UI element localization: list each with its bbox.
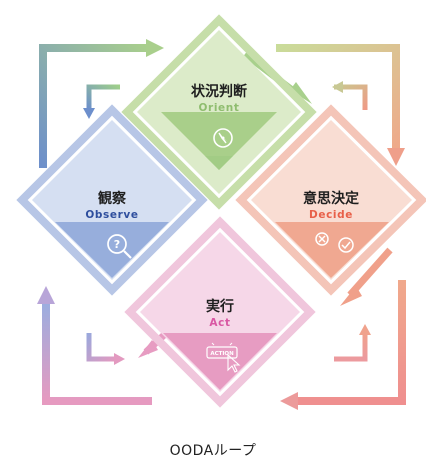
decide-funnel	[275, 222, 389, 278]
small-arrow-bottom-left	[86, 333, 125, 365]
decide-title-en: Decide	[309, 209, 353, 221]
svg-text:?: ?	[114, 238, 120, 251]
arrow-orient-to-decide	[276, 44, 405, 166]
small-arrow-bottom-right	[334, 324, 371, 362]
observe-phase: 観察 Observe ?	[16, 104, 208, 296]
action-badge-label: ACTION	[210, 351, 234, 357]
orient-funnel	[161, 112, 277, 170]
small-arrow-top-right	[332, 81, 368, 110]
check-decision-icon	[315, 232, 354, 253]
arrow-act-to-observe	[37, 286, 152, 405]
diag-arrow-decide-act	[340, 247, 393, 306]
question-magnifier-icon: ?	[107, 234, 132, 259]
observe-funnel	[55, 222, 169, 278]
orient-title-jp: 状況判断	[191, 83, 247, 100]
observe-title-jp: 観察	[98, 190, 127, 207]
diagram-caption: OODAループ	[169, 443, 257, 459]
act-title-jp: 実行	[206, 298, 234, 315]
orient-phase: 状況判断 Orient	[121, 14, 317, 210]
act-phase: 実行 Act ACTION	[124, 216, 316, 408]
arrow-observe-to-orient	[39, 39, 164, 168]
decide-title-jp: 意思決定	[303, 190, 359, 207]
observe-title-en: Observe	[85, 209, 138, 221]
compass-icon	[213, 128, 233, 148]
act-funnel	[163, 333, 277, 390]
small-arrow-top-left	[83, 84, 120, 119]
action-click-icon: ACTION	[206, 342, 241, 373]
arrow-decide-to-act	[280, 280, 406, 410]
decide-phase: 意思決定 Decide	[235, 104, 426, 296]
act-title-en: Act	[209, 317, 230, 329]
orient-title-en: Orient	[199, 102, 240, 114]
